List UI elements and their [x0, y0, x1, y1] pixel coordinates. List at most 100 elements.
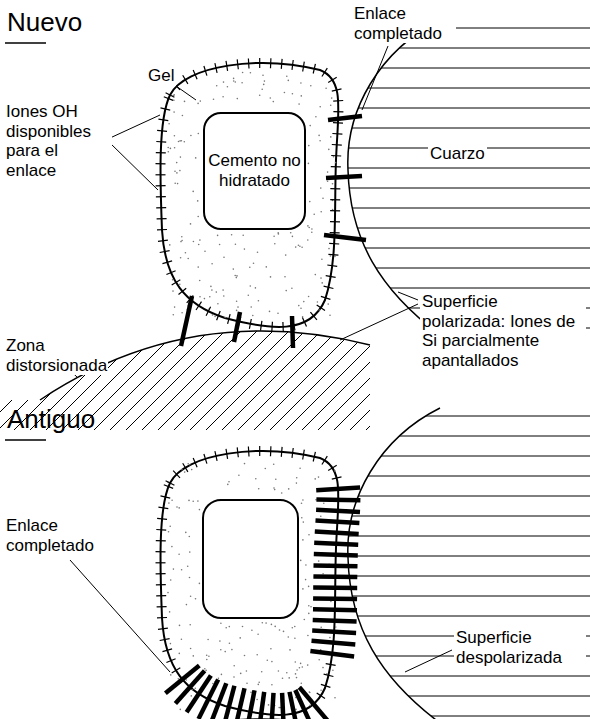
- gel-dot: [286, 672, 288, 674]
- gel-dot: [170, 643, 172, 645]
- hatch-line: [330, 576, 590, 577]
- gel-dot: [308, 163, 310, 165]
- gel-dot: [255, 287, 257, 289]
- gel-dot: [217, 235, 219, 237]
- oh-tick: [156, 573, 166, 574]
- gel-dot: [319, 106, 321, 108]
- gel-dot: [209, 296, 211, 298]
- gel-dot: [190, 596, 192, 598]
- gel-dot: [187, 258, 189, 260]
- gel-dot: [242, 234, 244, 236]
- gel-dot: [301, 503, 303, 505]
- gel-dot: [300, 82, 302, 84]
- gel-dot: [174, 171, 176, 173]
- gel-dot: [223, 295, 225, 297]
- gel-dot: [179, 283, 181, 285]
- gel-dot: [222, 96, 224, 98]
- gel-dot: [217, 303, 219, 305]
- oh-tick: [329, 243, 339, 245]
- gel-dot: [291, 287, 293, 289]
- gel-dot: [199, 239, 201, 241]
- hatch-line: [0, 678, 10, 719]
- gel-dot: [308, 613, 310, 615]
- gel-dot: [182, 115, 184, 117]
- gel-dot: [273, 487, 275, 489]
- gel-dot: [330, 255, 332, 257]
- gel-dot: [296, 669, 298, 671]
- gel-dot: [173, 94, 175, 96]
- hatch-line: [330, 596, 590, 597]
- gel-dot: [197, 500, 199, 502]
- gel-dot: [251, 630, 253, 632]
- gel-dot: [308, 145, 310, 147]
- gel-dot: [302, 499, 304, 501]
- gel-dot: [311, 228, 313, 230]
- gel-dot: [302, 666, 304, 668]
- gel-dot: [319, 140, 321, 142]
- gel-dot: [334, 256, 336, 258]
- gel-dot: [315, 274, 317, 276]
- gel-dot: [322, 667, 324, 669]
- gel-dot: [303, 301, 305, 303]
- oh-tick: [317, 693, 325, 699]
- completed-bond: [316, 488, 360, 491]
- oh-tick: [330, 210, 340, 211]
- oh-tick: [310, 312, 317, 320]
- completed-bond: [313, 585, 357, 590]
- oh-tick: [156, 529, 166, 531]
- gel-dot: [236, 310, 238, 312]
- gel-dot: [236, 275, 238, 277]
- completed-bond: [282, 693, 284, 719]
- quartz-hatching: [330, 28, 590, 328]
- gel-dot: [335, 162, 337, 164]
- gel-dot: [174, 182, 176, 184]
- gel-dot: [173, 314, 175, 316]
- oh-tick: [161, 496, 171, 498]
- oh-tick: [270, 58, 272, 68]
- oh-tick: [156, 595, 166, 597]
- hatch-line: [0, 678, 26, 719]
- oh-tick: [193, 70, 197, 79]
- hatch-line: [330, 616, 590, 617]
- gel-dot: [197, 103, 199, 105]
- gel-dot: [263, 84, 265, 86]
- gel-dot: [213, 99, 215, 101]
- gel-dot: [250, 285, 252, 287]
- oh-tick: [302, 318, 306, 327]
- oh-tick: [333, 100, 343, 102]
- gel-dot: [231, 234, 233, 236]
- oh-tick: [322, 68, 327, 76]
- gel-dot: [181, 236, 183, 238]
- gel-dot: [271, 684, 273, 686]
- callout-label: Zona distorsionada: [4, 336, 108, 375]
- oh-tick: [206, 307, 211, 316]
- gel-dot: [274, 243, 276, 245]
- gel-dot: [309, 125, 311, 127]
- gel-dot: [311, 231, 313, 233]
- callout-label: Superficie polarizada: Iones de Si parci…: [420, 292, 586, 370]
- gel-dot: [288, 488, 290, 490]
- gel-dot: [252, 315, 254, 317]
- gel-dot: [212, 314, 214, 316]
- gel-dot: [325, 87, 327, 89]
- panel-title: Nuevo: [5, 8, 84, 37]
- gel-dot: [184, 141, 186, 143]
- gel-dot: [231, 649, 233, 651]
- gel-dot: [235, 243, 237, 245]
- gel-dot: [178, 507, 180, 509]
- callout-label: Iones OH disponibles para el enlace: [4, 102, 112, 180]
- gel-dot: [271, 661, 273, 663]
- gel-dot: [211, 289, 213, 291]
- gel-dot: [174, 306, 176, 308]
- oh-tick: [228, 314, 231, 324]
- gel-dot: [300, 560, 302, 562]
- gel-dot: [301, 517, 303, 519]
- gel-dot: [327, 171, 329, 173]
- gel-dot: [191, 695, 193, 697]
- gel-dot: [327, 303, 329, 305]
- oh-tick: [172, 280, 181, 285]
- gel-dot: [168, 502, 170, 504]
- hatch-line: [0, 678, 58, 719]
- gel-dot: [270, 97, 272, 99]
- gel-dot: [197, 216, 199, 218]
